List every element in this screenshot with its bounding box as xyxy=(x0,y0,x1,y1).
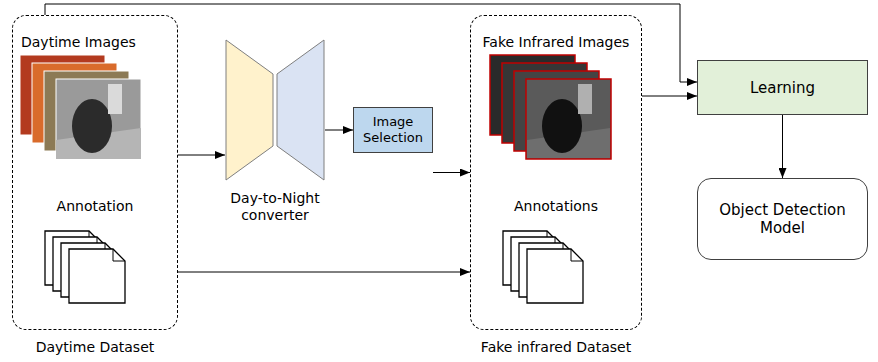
shape-caption: Day-to-Night converter xyxy=(210,190,340,224)
flow-arrow xyxy=(642,96,697,97)
photo xyxy=(56,79,141,159)
encoder-decoder-shape xyxy=(225,38,325,184)
terminal-box: Object Detection Model xyxy=(697,178,868,260)
photo-hole xyxy=(542,99,582,153)
photo-hole xyxy=(72,99,112,153)
process-box: Learning xyxy=(697,60,868,115)
decoder-trapezoid xyxy=(277,40,324,180)
item-label: Annotations xyxy=(514,198,598,215)
converter-network: Day-to-Night converter xyxy=(225,38,325,232)
dataset-group: Fake Infrared ImagesAnnotationsFake infr… xyxy=(470,15,642,330)
flow-arrow xyxy=(325,130,353,131)
annotation-stack xyxy=(503,231,583,303)
annotation-stack xyxy=(45,231,125,303)
flow-arrow xyxy=(178,272,470,273)
annotation-file xyxy=(69,249,125,303)
encoder-trapezoid xyxy=(226,40,273,180)
group-caption: Fake infrared Dataset xyxy=(481,339,631,356)
group-heading: Daytime Images xyxy=(21,34,136,51)
photo-pole xyxy=(578,84,592,114)
box-label: Image Selection xyxy=(358,114,428,145)
daytime-image-stack xyxy=(20,55,141,159)
flow-arrow xyxy=(433,172,470,173)
group-caption: Daytime Dataset xyxy=(36,339,155,356)
annotation-file xyxy=(527,249,583,303)
process-box: Image Selection xyxy=(353,107,433,153)
flow-arrow xyxy=(178,155,225,156)
item-label: Annotation xyxy=(57,198,134,215)
box-label: Learning xyxy=(750,79,815,97)
photo xyxy=(526,79,611,159)
dataset-group: Daytime ImagesAnnotationDaytime Dataset xyxy=(12,15,178,330)
fake-image-stack xyxy=(490,55,611,159)
box-label: Object Detection Model xyxy=(702,201,863,237)
group-heading: Fake Infrared Images xyxy=(483,34,630,51)
photo-pole xyxy=(108,84,122,114)
flow-arrow xyxy=(782,115,783,178)
